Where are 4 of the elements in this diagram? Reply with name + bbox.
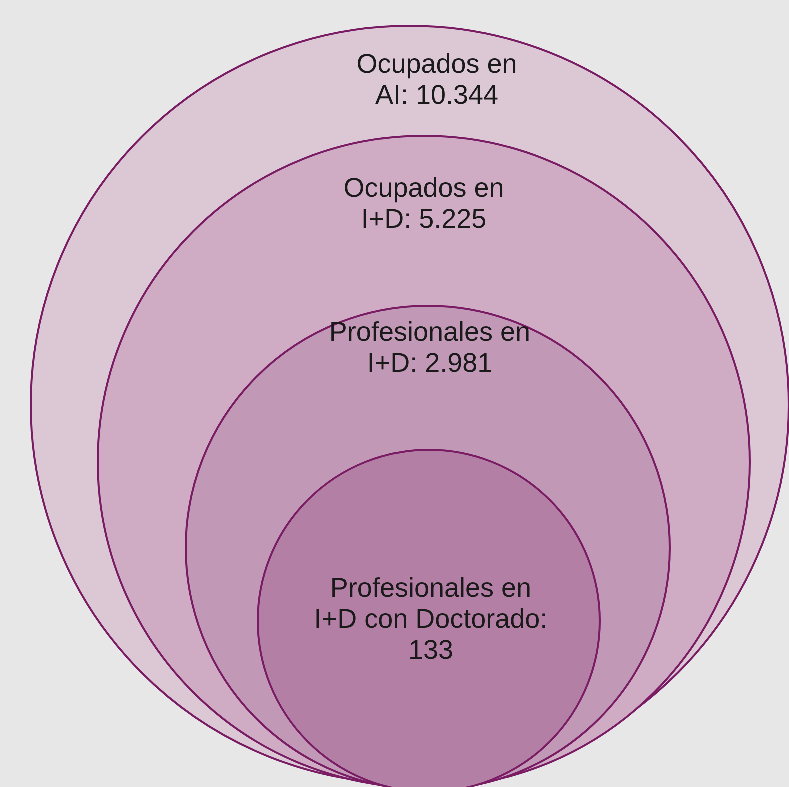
circle-label: Ocupados en AI: 10.344: [356, 49, 518, 111]
circle-label: Profesionales en I+D: 2.981: [328, 317, 532, 379]
circle-label: Ocupados en I+D: 5.225: [342, 173, 506, 235]
circle-label: Profesionales en I+D con Doctorado: 133: [313, 573, 549, 666]
